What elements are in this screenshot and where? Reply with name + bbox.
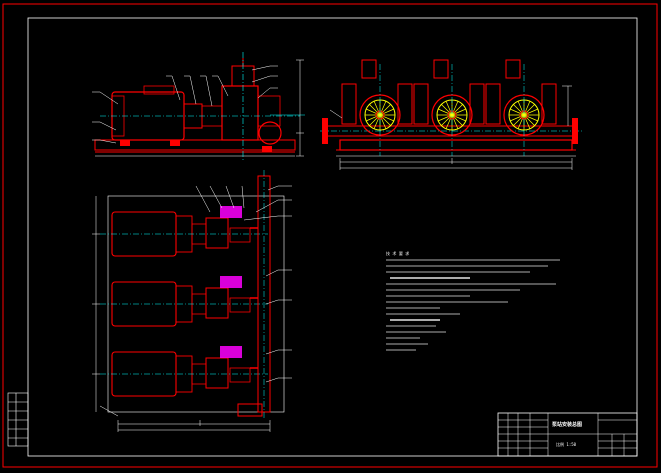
- side-elevation-view: [320, 59, 582, 170]
- suction-flange: [258, 121, 282, 145]
- outer-sheet-border: [2, 3, 658, 468]
- pump-unit-2: [413, 59, 485, 156]
- pump-unit-3: [485, 59, 557, 156]
- pump-unit-1: [341, 59, 413, 156]
- drawing-title: 泵站安装总图: [552, 421, 582, 428]
- plan-view: [92, 170, 292, 432]
- inner-sheet-border: [27, 17, 638, 457]
- plan-pump-row-1: [100, 206, 268, 257]
- sheet-label: 比例 1:50: [556, 441, 577, 447]
- pump-casing: [221, 85, 259, 141]
- plan-pump-row-3: [100, 346, 268, 397]
- notes-heading: 技 术 要 求: [386, 250, 409, 256]
- binding-margin-block: [7, 392, 29, 447]
- title-block: 泵站安装总图 比例 1:50: [497, 412, 638, 457]
- plan-pump-row-2: [100, 276, 268, 327]
- front-elevation-view: [92, 52, 305, 160]
- technical-notes: 技 术 要 求: [386, 250, 560, 351]
